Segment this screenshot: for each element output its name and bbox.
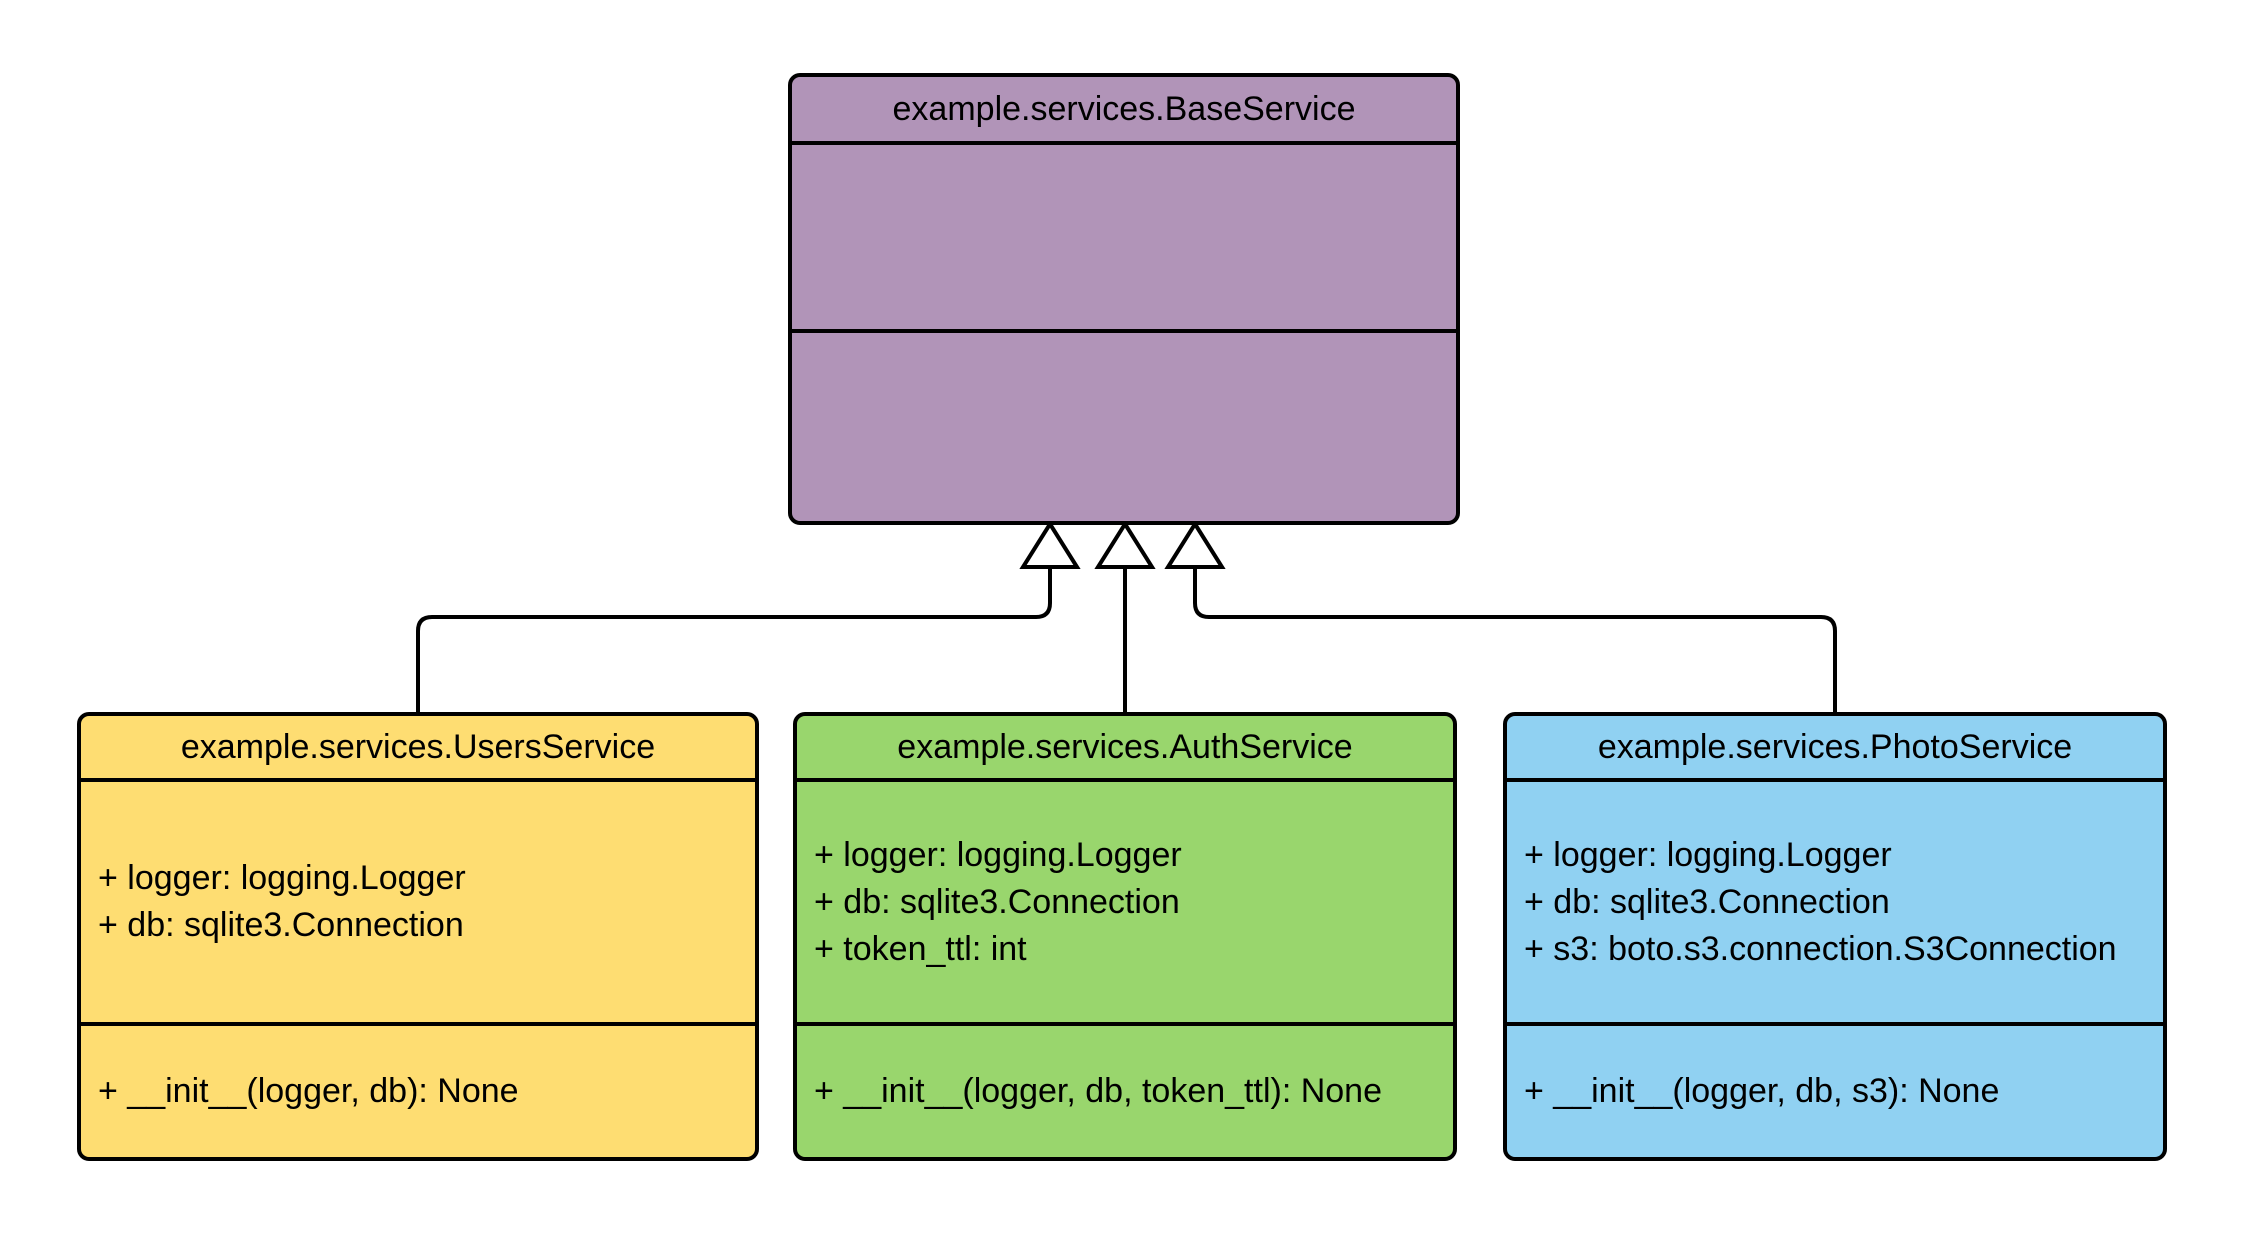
class-methods-photoservice: + __init__(logger, db, s3): None (1507, 1026, 2163, 1157)
class-box-photoservice: example.services.PhotoService + logger: … (1503, 712, 2167, 1161)
attribute-logger: + logger: logging.Logger (814, 835, 1182, 874)
method-init: + __init__(logger, db): None (98, 1072, 519, 1110)
class-title-usersservice: example.services.UsersService (81, 716, 755, 782)
class-methods-usersservice: + __init__(logger, db): None (81, 1026, 755, 1157)
class-attributes-authservice: + logger: logging.Logger + db: sqlite3.C… (797, 782, 1453, 1026)
class-title-baseservice: example.services.BaseService (792, 77, 1456, 145)
inheritance-arrow-auth-icon (1094, 520, 1156, 569)
connector-photo-to-base (1193, 566, 1837, 712)
class-title-authservice: example.services.AuthService (797, 716, 1453, 782)
class-box-authservice: example.services.AuthService + logger: l… (793, 712, 1457, 1161)
class-methods-authservice: + __init__(logger, db, token_ttl): None (797, 1026, 1453, 1157)
method-init: + __init__(logger, db, s3): None (1524, 1072, 2000, 1110)
attribute-s3: + s3: boto.s3.connection.S3Connection (1524, 929, 2117, 968)
attribute-db: + db: sqlite3.Connection (814, 882, 1180, 921)
attribute-token-ttl: + token_ttl: int (814, 929, 1027, 968)
attribute-logger: + logger: logging.Logger (1524, 835, 1892, 874)
connector-users-to-base (416, 566, 1052, 712)
attribute-db: + db: sqlite3.Connection (1524, 882, 1890, 921)
inheritance-arrow-users-icon (1019, 520, 1081, 569)
class-box-usersservice: example.services.UsersService + logger: … (77, 712, 759, 1161)
class-attributes-usersservice: + logger: logging.Logger + db: sqlite3.C… (81, 782, 755, 1026)
class-attributes-baseservice (792, 145, 1456, 333)
method-init: + __init__(logger, db, token_ttl): None (814, 1072, 1382, 1110)
attribute-logger: + logger: logging.Logger (98, 859, 466, 897)
class-methods-baseservice (792, 333, 1456, 521)
attribute-db: + db: sqlite3.Connection (98, 906, 464, 944)
class-attributes-photoservice: + logger: logging.Logger + db: sqlite3.C… (1507, 782, 2163, 1026)
class-title-photoservice: example.services.PhotoService (1507, 716, 2163, 782)
class-box-baseservice: example.services.BaseService (788, 73, 1460, 525)
inheritance-arrow-photo-icon (1164, 520, 1226, 569)
